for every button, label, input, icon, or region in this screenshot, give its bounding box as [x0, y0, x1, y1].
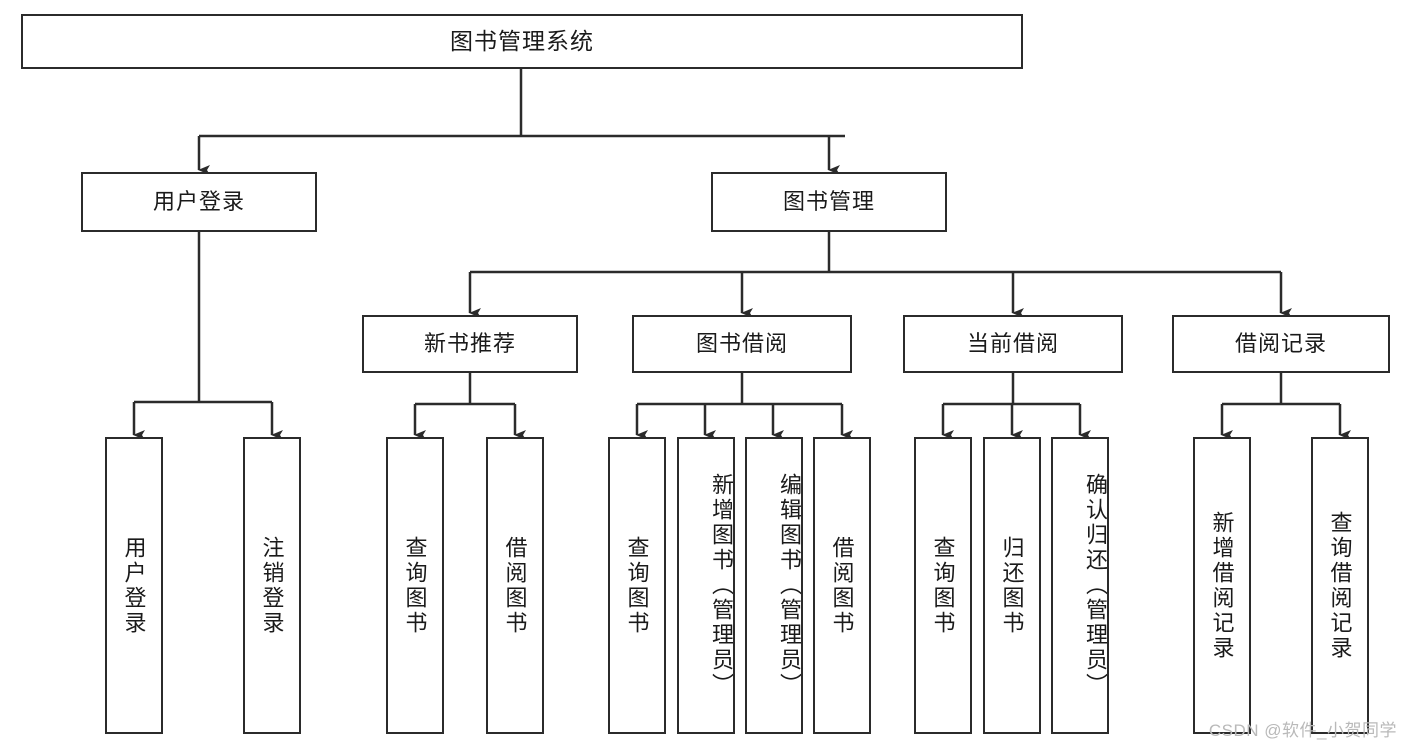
node-leaf-query-borrow-record[interactable]: 查询借阅记录 — [1311, 437, 1369, 734]
node-label: 借阅记录 — [1234, 330, 1327, 356]
node-label: 借阅图书 — [829, 535, 855, 636]
node-label: 图书借阅 — [695, 330, 788, 356]
node-label: 新增借阅记录 — [1209, 510, 1235, 661]
node-leaf-add-book-admin[interactable]: 新增图书（管理员） — [677, 437, 735, 734]
node-leaf-borrow-book-borrow[interactable]: 借阅图书 — [813, 437, 871, 734]
node-leaf-add-borrow-record[interactable]: 新增借阅记录 — [1193, 437, 1251, 734]
node-label: 新增图书（管理员） — [709, 473, 734, 698]
node-leaf-edit-book-admin[interactable]: 编辑图书（管理员） — [745, 437, 803, 734]
node-root-book-management-system[interactable]: 图书管理系统 — [21, 14, 1023, 69]
node-label: 当前借阅 — [966, 330, 1059, 356]
node-label: 用户登录 — [152, 188, 245, 214]
node-label: 查询图书 — [930, 535, 956, 636]
node-book-borrow[interactable]: 图书借阅 — [632, 315, 852, 373]
node-leaf-query-book-borrow[interactable]: 查询图书 — [608, 437, 666, 734]
node-leaf-user-login[interactable]: 用户登录 — [105, 437, 163, 734]
node-label: 新书推荐 — [423, 330, 516, 356]
node-label: 归还图书 — [999, 535, 1025, 636]
node-label: 图书管理系统 — [450, 27, 594, 54]
node-label: 图书管理 — [782, 188, 875, 214]
node-book-management[interactable]: 图书管理 — [711, 172, 947, 232]
node-new-book-recommendation[interactable]: 新书推荐 — [362, 315, 578, 373]
node-label: 查询图书 — [402, 535, 428, 636]
node-leaf-query-book-current[interactable]: 查询图书 — [914, 437, 972, 734]
node-user-login[interactable]: 用户登录 — [81, 172, 317, 232]
node-label: 用户登录 — [121, 535, 147, 636]
node-label: 借阅图书 — [502, 535, 528, 636]
node-leaf-logout[interactable]: 注销登录 — [243, 437, 301, 734]
node-leaf-query-book-newbook[interactable]: 查询图书 — [386, 437, 444, 734]
node-leaf-return-book[interactable]: 归还图书 — [983, 437, 1041, 734]
node-label: 编辑图书（管理员） — [777, 473, 802, 698]
csdn-watermark: CSDN @软件_小贺同学 — [1208, 721, 1397, 740]
node-borrow-record[interactable]: 借阅记录 — [1172, 315, 1390, 373]
node-label: 注销登录 — [259, 535, 285, 636]
node-label: 查询图书 — [624, 535, 650, 636]
node-leaf-confirm-return-admin[interactable]: 确认归还（管理员） — [1051, 437, 1109, 734]
node-label: 确认归还（管理员） — [1083, 473, 1108, 698]
node-label: 查询借阅记录 — [1327, 510, 1353, 661]
node-leaf-borrow-book-newbook[interactable]: 借阅图书 — [486, 437, 544, 734]
node-current-borrow[interactable]: 当前借阅 — [903, 315, 1123, 373]
